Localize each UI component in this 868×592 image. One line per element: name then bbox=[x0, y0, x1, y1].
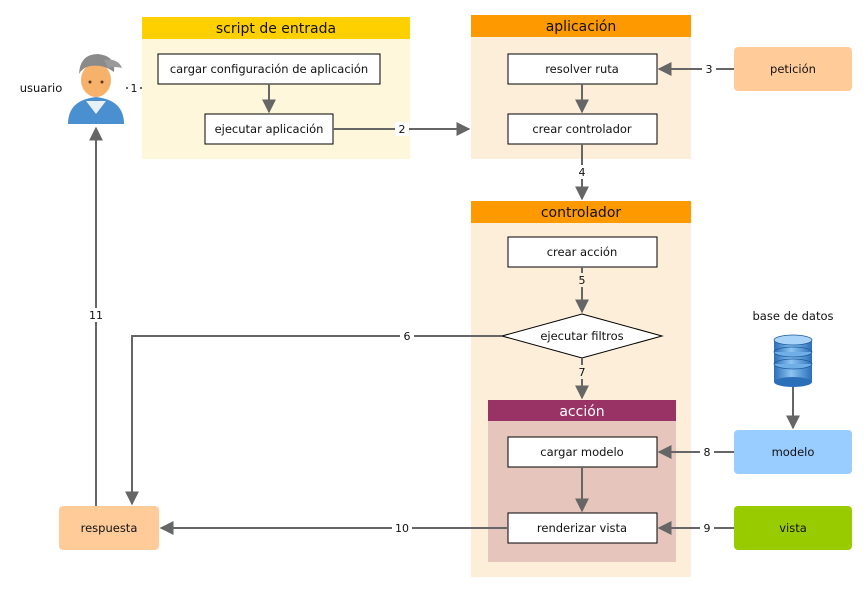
node-peticion-label: petición bbox=[770, 62, 816, 76]
step-9: 9 bbox=[704, 522, 711, 535]
step-11: 11 bbox=[89, 309, 103, 322]
database-label: base de datos bbox=[753, 309, 834, 323]
node-vista-label: vista bbox=[779, 521, 807, 535]
node-crear-controlador: crear controlador bbox=[507, 113, 658, 145]
node-cargar-configuracion: cargar configuración de aplicación bbox=[157, 53, 381, 85]
node-vista: vista bbox=[734, 506, 852, 550]
node-renderizar-vista-label: renderizar vista bbox=[537, 521, 627, 535]
node-crear-accion-label: crear acción bbox=[547, 245, 618, 259]
node-renderizar-vista: renderizar vista bbox=[507, 512, 658, 544]
user-label: usuario bbox=[20, 81, 63, 95]
database-icon: base de datos bbox=[753, 309, 834, 387]
node-crear-controlador-label: crear controlador bbox=[532, 122, 632, 136]
node-resolver-ruta: resolver ruta bbox=[507, 53, 658, 85]
node-cargar-modelo-label: cargar modelo bbox=[540, 445, 623, 459]
arrow-6 bbox=[125, 335, 502, 506]
node-ejecutar-aplicacion-label: ejecutar aplicación bbox=[215, 122, 324, 136]
node-cargar-configuracion-label: cargar configuración de aplicación bbox=[170, 62, 368, 76]
group-aplicacion-header bbox=[471, 15, 691, 37]
node-resolver-ruta-label: resolver ruta bbox=[545, 62, 619, 76]
node-modelo: modelo bbox=[734, 430, 852, 474]
step-8: 8 bbox=[704, 446, 711, 459]
group-controlador-title: controlador bbox=[541, 205, 622, 221]
node-modelo-label: modelo bbox=[772, 445, 815, 459]
group-controlador-header bbox=[471, 201, 691, 223]
step-5: 5 bbox=[579, 274, 586, 287]
step-10: 10 bbox=[395, 522, 409, 535]
step-1: 1 bbox=[131, 82, 138, 95]
step-labels: 1 2 3 4 5 6 7 8 9 10 11 bbox=[86, 62, 716, 535]
node-respuesta: respuesta bbox=[59, 506, 159, 550]
group-accion-header bbox=[488, 400, 676, 421]
group-script-title: script de entrada bbox=[216, 21, 336, 37]
user-icon: usuario bbox=[20, 54, 124, 124]
step-6: 6 bbox=[404, 330, 411, 343]
group-accion-title: acción bbox=[559, 404, 604, 420]
step-2: 2 bbox=[399, 123, 406, 136]
node-ejecutar-aplicacion: ejecutar aplicación bbox=[204, 113, 334, 145]
node-cargar-modelo: cargar modelo bbox=[507, 436, 658, 468]
node-ejecutar-filtros-label: ejecutar filtros bbox=[540, 329, 623, 343]
group-aplicacion-title: aplicación bbox=[546, 19, 617, 35]
node-ejecutar-filtros: ejecutar filtros bbox=[500, 313, 664, 359]
group-script-header bbox=[142, 17, 410, 39]
step-4: 4 bbox=[579, 166, 586, 179]
step-3: 3 bbox=[706, 63, 713, 76]
node-peticion: petición bbox=[734, 47, 852, 91]
node-respuesta-label: respuesta bbox=[81, 521, 138, 535]
step-7: 7 bbox=[579, 366, 586, 379]
node-crear-accion: crear acción bbox=[507, 236, 658, 268]
